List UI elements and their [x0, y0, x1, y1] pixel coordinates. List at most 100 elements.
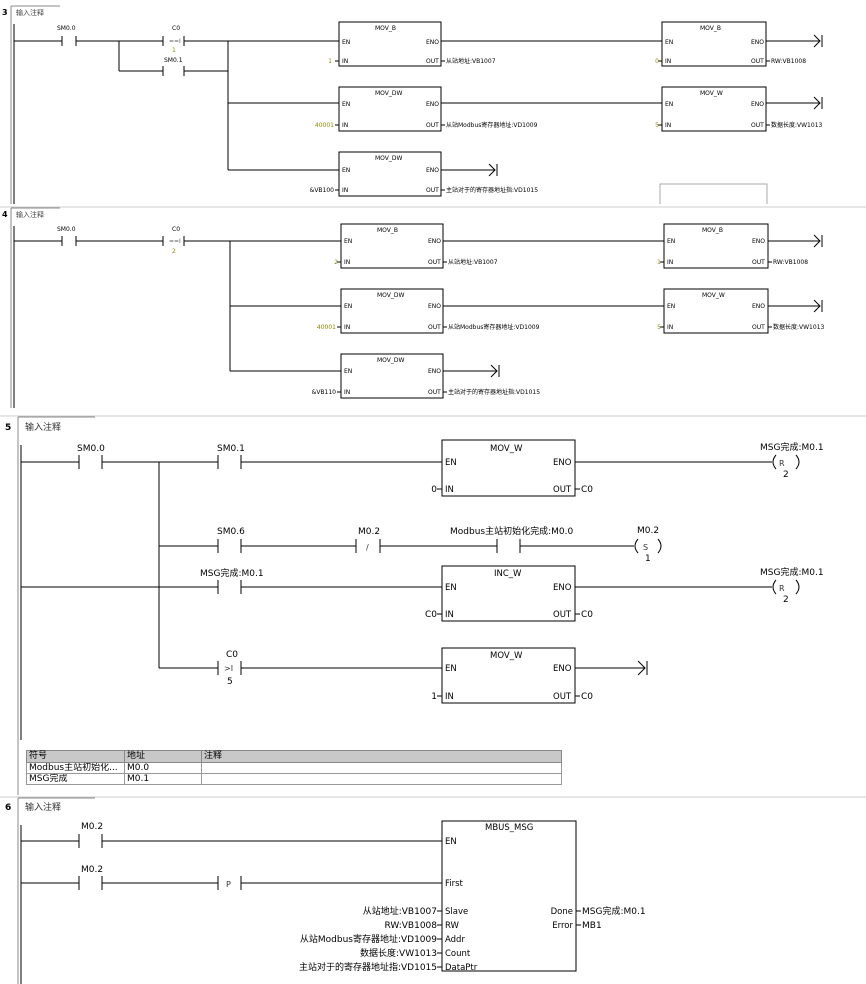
mov-w-block-1[interactable]: MOV_W EN ENO IN OUT 5 数据长度:VW1013 — [655, 86, 823, 132]
svg-text:OUT: OUT — [752, 324, 765, 331]
compare-contact-c0-gt[interactable]: C0 >I 5 — [217, 650, 242, 687]
contact-m0-2[interactable]: M0.2 — [78, 822, 103, 848]
reset-coil-msg-done-2[interactable]: MSG完成:M0.1 R 2 — [760, 566, 824, 605]
svg-text:MOV_W: MOV_W — [700, 90, 723, 97]
mov-b-block-1[interactable]: MOV_B EN ENO IN OUT 1 从站地址:VB1007 — [328, 21, 496, 67]
svg-text:OUT: OUT — [553, 485, 572, 495]
svg-text:MOV_W: MOV_W — [490, 444, 523, 454]
mbus-msg-block[interactable]: MBUS_MSG EN First Slave RW Addr Count Da… — [299, 820, 646, 973]
svg-text:M0.2: M0.2 — [81, 865, 103, 875]
network-comment[interactable]: 输入注释 — [16, 8, 44, 17]
svg-text:OUT: OUT — [426, 187, 439, 194]
mov-w-block-2[interactable]: MOV_W EN ENO IN OUT 1 C0 — [431, 647, 593, 704]
mov-dw-block-1[interactable]: MOV_DW EN ENO IN OUT 40001 从站Modbus寄存器地址… — [317, 288, 540, 334]
network-comment[interactable]: 输入注释 — [25, 801, 61, 813]
svg-text:IN: IN — [667, 324, 673, 331]
contact-modbus-init-done[interactable]: Modbus主站初始化完成:M0.0 — [450, 525, 573, 553]
contact-sm0-0[interactable]: SM0.0 — [57, 25, 77, 46]
svg-text:EN: EN — [445, 583, 457, 593]
svg-text:Modbus主站初始化完成:M0.0: Modbus主站初始化完成:M0.0 — [450, 525, 573, 537]
svg-text:数据长度:VW1013: 数据长度:VW1013 — [771, 121, 823, 129]
mov-b-block-1[interactable]: MOV_B EN ENO IN OUT 2 从站地址:VB1007 — [334, 223, 498, 269]
svg-text:EN: EN — [342, 167, 350, 174]
contact-sm0-0[interactable]: SM0.0 — [77, 444, 105, 469]
svg-text:Count: Count — [445, 949, 471, 959]
svg-text:&VB100: &VB100 — [310, 187, 335, 194]
svg-text:IN: IN — [342, 187, 348, 194]
svg-text:2: 2 — [783, 595, 789, 605]
contact-sm0-6[interactable]: SM0.6 — [217, 527, 245, 553]
svg-text:MOV_DW: MOV_DW — [375, 155, 403, 162]
col-header-symbol[interactable]: 符号 — [26, 750, 125, 763]
network-comment[interactable]: 输入注释 — [25, 421, 61, 433]
svg-text:==I: ==I — [169, 238, 181, 245]
svg-text:EN: EN — [344, 368, 352, 375]
svg-text:C0: C0 — [581, 485, 593, 495]
table-row[interactable]: MSG完成 M0.1 — [26, 773, 562, 785]
svg-text:M0.2: M0.2 — [81, 822, 103, 832]
network-3[interactable]: 3 输入注释 SM0.0 C0 ==I 1 SM0.1 MO — [2, 5, 823, 204]
svg-text:OUT: OUT — [428, 324, 441, 331]
svg-text:EN: EN — [344, 303, 352, 310]
svg-text:40001: 40001 — [315, 122, 334, 129]
address-cell: M0.1 — [124, 773, 202, 785]
network-comment[interactable]: 输入注释 — [16, 210, 44, 219]
svg-text:Addr: Addr — [445, 935, 465, 945]
svg-text:DataPtr: DataPtr — [445, 963, 478, 973]
network-4[interactable]: 4 输入注释 SM0.0 C0 ==I 2 MOV_B EN ENO IN OU… — [0, 206, 866, 408]
svg-text:ENO: ENO — [428, 368, 441, 375]
svg-text:ENO: ENO — [751, 101, 764, 108]
svg-text:MOV_DW: MOV_DW — [377, 292, 405, 299]
mov-dw-block-2[interactable]: MOV_DW EN ENO IN OUT &VB110 主站对于的寄存器地址指:… — [312, 353, 541, 399]
col-header-comment[interactable]: 注释 — [201, 750, 562, 763]
svg-text:SM0.6: SM0.6 — [217, 527, 245, 537]
mov-w-block[interactable]: MOV_W EN ENO IN OUT 0 C0 — [431, 439, 593, 497]
contact-m0-2-b[interactable]: M0.2 — [78, 865, 103, 890]
svg-text:ENO: ENO — [751, 39, 764, 46]
compare-contact-c0[interactable]: C0 ==I 1 — [162, 25, 185, 54]
mov-b-block-2[interactable]: MOV_B EN ENO IN OUT 0 RW:VB1008 — [655, 21, 806, 67]
svg-text:MSG完成:M0.1: MSG完成:M0.1 — [760, 441, 824, 453]
svg-text:INC_W: INC_W — [494, 569, 522, 579]
network-5[interactable]: 5 输入注释 SM0.0 SM0.1 MOV_W EN ENO IN OUT 0… — [0, 415, 866, 795]
svg-text:Done: Done — [551, 907, 573, 917]
svg-text:OUT: OUT — [751, 58, 764, 65]
inc-w-block[interactable]: INC_W EN ENO IN OUT C0 C0 — [425, 565, 593, 622]
mov-w-block-1[interactable]: MOV_W EN ENO IN OUT 5 数据长度:VW1013 — [657, 288, 825, 334]
svg-text:Slave: Slave — [445, 907, 468, 917]
contact-sm0-1[interactable]: SM0.1 — [162, 57, 185, 76]
svg-text:RW: RW — [445, 921, 460, 931]
mov-dw-block-2[interactable]: MOV_DW EN ENO IN OUT &VB100 主站对于的寄存器地址指:… — [310, 151, 539, 197]
svg-text:1: 1 — [172, 47, 176, 54]
contact-msg-done[interactable]: MSG完成:M0.1 — [200, 567, 264, 594]
contact-sm0-1[interactable]: SM0.1 — [217, 444, 245, 469]
svg-text:1: 1 — [431, 692, 437, 702]
network-number: 6 — [5, 803, 11, 813]
svg-text:>I: >I — [224, 664, 233, 673]
reset-coil-msg-done[interactable]: MSG完成:M0.1 R 2 — [760, 441, 824, 480]
svg-text:SM0.0: SM0.0 — [57, 226, 76, 233]
svg-text:/: / — [366, 543, 369, 552]
svg-text:主站对于的寄存器地址指:VD1015: 主站对于的寄存器地址指:VD1015 — [446, 186, 538, 194]
set-coil-m0-2[interactable]: M0.2 S 1 — [634, 526, 662, 564]
svg-text:EN: EN — [344, 238, 352, 245]
svg-text:IN: IN — [445, 485, 454, 495]
svg-text:ENO: ENO — [426, 167, 439, 174]
svg-text:SM0.0: SM0.0 — [77, 444, 105, 454]
mov-b-block-2[interactable]: MOV_B EN ENO IN OUT 1 RW:VB1008 — [657, 223, 808, 269]
table-row[interactable]: Modbus主站初始化... M0.0 — [26, 762, 562, 774]
contact-sm0-0[interactable]: SM0.0 — [57, 226, 77, 246]
col-header-address[interactable]: 地址 — [124, 750, 202, 763]
svg-text:MOV_B: MOV_B — [375, 25, 396, 32]
compare-contact-c0[interactable]: C0 ==I 2 — [162, 226, 185, 255]
svg-text:MSG完成:M0.1: MSG完成:M0.1 — [760, 566, 824, 578]
svg-text:IN: IN — [445, 692, 454, 702]
neg-contact-m0-2[interactable]: M0.2 / — [355, 527, 381, 553]
network-6[interactable]: 6 输入注释 M0.2 M0.2 P MBUS_MSG EN First Sla… — [0, 796, 866, 984]
svg-text:OUT: OUT — [426, 122, 439, 129]
selection-box — [659, 183, 768, 204]
svg-text:SM0.1: SM0.1 — [164, 57, 183, 64]
pos-edge-contact[interactable]: P — [217, 876, 242, 890]
mov-dw-block-1[interactable]: MOV_DW EN ENO IN OUT 40001 从站Modbus寄存器地址… — [315, 86, 538, 132]
